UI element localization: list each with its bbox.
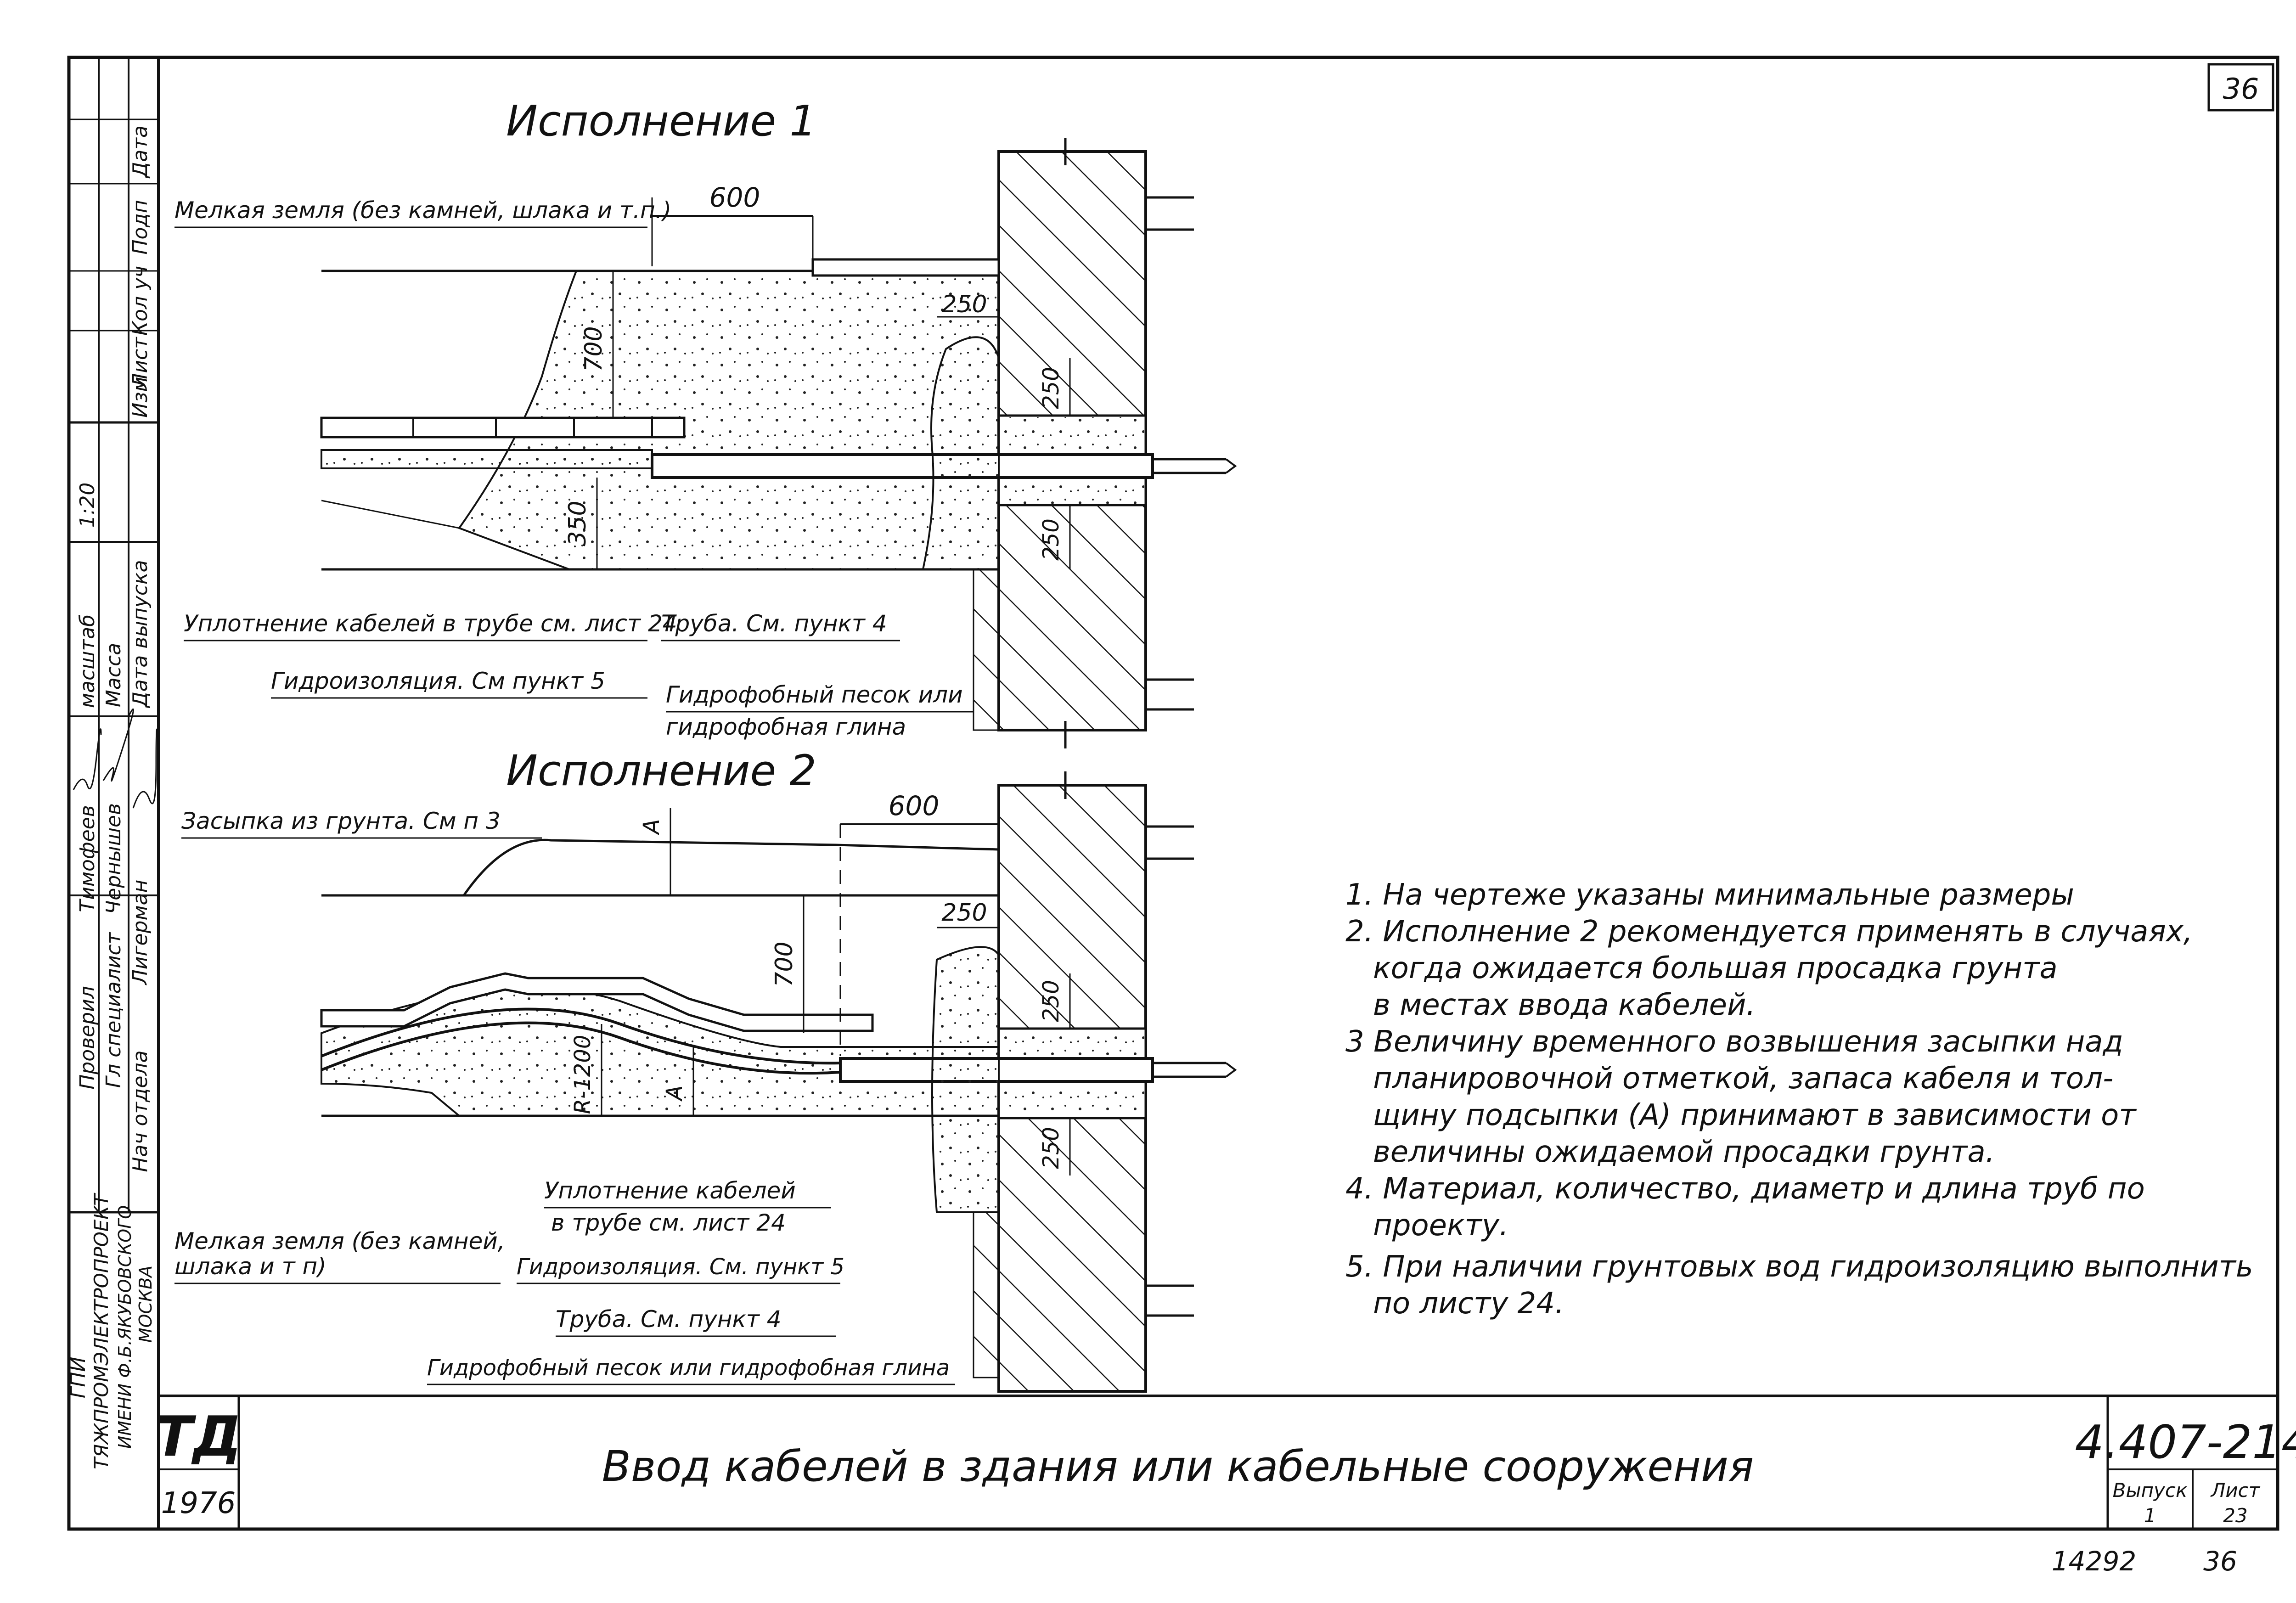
v1-label-waterproof: Гидроизоляция. См пункт 5 [271,668,605,694]
scale-label: масштаб [76,614,99,708]
org-line-2: ТЯЖПРОМЭЛЕКТРОПРОЕКТ [90,1192,113,1469]
release-date-label: Дата выпуска [129,560,152,708]
v1-dim-350: 350 [564,501,591,546]
note-line: 1. На чертеже указаны минимальные размер… [1345,878,2074,912]
v1-dim-700: 700 [580,326,608,371]
v2-dim-a-mid: A [662,1086,687,1102]
v1-label-hydro-sand-2: гидрофобная глина [666,714,906,740]
rev-header-count: Кол уч [129,266,152,336]
v1-blind-slab [811,258,1000,277]
scale-value: 1:20 [76,483,99,528]
v1-label-pipe: Труба. См. пункт 4 [661,610,887,637]
v1-waterproof-hatch [973,568,1000,731]
v1-cable-layer [321,449,653,469]
note-line: 2. Исполнение 2 рекомендуется применять … [1345,915,2193,949]
role-chief-specialist: Гл специалист [102,932,125,1088]
v2-dim-700: 700 [771,941,798,987]
v2-label-backfill: Засыпка из грунта. См п 3 [181,808,501,834]
archive-number: 14292 [2052,1546,2137,1577]
note-line: в местах ввода кабелей. [1373,988,1756,1022]
v2-label-waterproof: Гидроизоляция. См. пункт 5 [517,1254,844,1280]
role-chief-specialist-name: Чернышев [102,803,125,914]
role-checked: Проверил [76,986,99,1090]
org-line-1: ГПИ [67,1357,90,1399]
v2-cable-route [321,1007,841,1065]
role-dept-head-name: Лигерман [129,880,152,986]
v2-brick-arch [320,972,874,1032]
v2-label-hydro: Гидрофобный песок или гидрофобная глина [427,1355,950,1381]
v2-waterproof-hatch [973,1211,1000,1378]
v2-backfill-mound [462,838,999,896]
sheet-number: 36 [2223,72,2259,106]
rev-header-sheet: Лист [129,337,152,389]
v1-hydro-sand [922,336,1000,570]
notes: 1. На чертеже указаны минимальные размер… [1345,878,2253,1321]
v2-dim-250-top: 250 [941,899,987,927]
role-dept-head: Нач отдела [129,1050,152,1172]
v1-brick-cover [320,416,686,439]
v2-label-pipe: Труба. См. пункт 4 [556,1306,782,1333]
side-block: Дата Подп Кол уч Лист Изм 1:20 Дата выпу… [67,57,159,1529]
v2-label-fine-soil-1: Мелкая земля (без камней, [174,1228,505,1254]
note-line: по листу 24. [1373,1287,1564,1321]
note-line: щину подсыпки (А) принимают в зависимост… [1373,1098,2137,1132]
v2-hydro-sand [931,946,1000,1213]
v1-dim-250-wall-b: 250 [1038,518,1064,561]
issue-value: 1 [2144,1504,2156,1527]
stamp-code: 4.407-214 [2075,1415,2296,1469]
role-checked-name: Тимофеев [76,805,99,912]
v2-dim-600: 600 [889,790,940,821]
v2-label-seal-2: в трубе см. лист 24 [551,1209,786,1236]
signature-3 [132,728,159,809]
variant1-heading: Исполнение 1 [506,96,816,146]
note-line: когда ожидается большая просадка грунта [1373,951,2058,985]
rev-header-date: Дата [129,125,152,179]
v2-dim-250-wall-a: 250 [1038,980,1064,1022]
v1-label-seal: Уплотнение кабелей в трубе см. лист 24 [184,610,677,637]
v1-dim-600: 600 [709,182,760,213]
v2-label-seal-1: Уплотнение кабелей [544,1177,796,1204]
v1-label-fine-soil: Мелкая земля (без камней, шлака и т.п.) [174,197,671,224]
note-line: 5. При наличии грунтовых вод гидроизоляц… [1345,1250,2253,1284]
v1-label-hydro-sand-1: Гидрофобный песок или [666,681,963,708]
note-line: 3 Величину временного возвышения засыпки… [1345,1025,2123,1059]
rev-header-sign: Подп [129,200,152,254]
org-line-4: МОСКВА [135,1266,156,1343]
issue-label: Выпуск [2113,1479,2188,1502]
signature-1 [73,728,102,790]
variant1-drawing: Исполнение 1 [174,96,1237,748]
mass-label: Масса [102,643,125,707]
rev-header-change: Изм [129,377,152,418]
note-line: проекту. [1373,1209,1508,1243]
drawing-title: Ввод кабелей в здания или кабельные соор… [602,1442,1754,1491]
signature-2 [102,708,134,782]
note-line: величины ожидаемой просадки грунта. [1373,1135,1995,1169]
stamp-year: 1976 [161,1486,236,1520]
stamp-mark: ТД [155,1405,242,1469]
v2-dim-250-wall-b: 250 [1038,1127,1064,1169]
sheet-label: Лист [2210,1479,2261,1502]
v2-label-fine-soil-2: шлака и т п) [174,1253,326,1280]
v2-dim-a-top: A [639,819,664,836]
v1-sand-body [457,270,1000,570]
v1-dim-250-top: 250 [941,291,987,318]
sheet-frame: 36 [67,56,2279,1531]
sheet-value: 23 [2223,1504,2247,1527]
note-line: планировочной отметкой, запаса кабеля и … [1373,1062,2113,1096]
note-line: 4. Материал, количество, диаметр и длина… [1345,1172,2145,1206]
v1-dim-250-wall-a: 250 [1038,367,1064,409]
variant2-heading: Исполнение 2 [506,746,816,795]
title-block: ТД 1976 Ввод кабелей в здания или кабель… [155,1396,2296,1577]
variant2-drawing: Исполнение 2 600 250 [174,746,1237,1393]
bottom-page-number: 36 [2203,1546,2237,1577]
v1-pipe [651,453,1154,479]
org-line-3: ИМЕНИ Ф.Б.ЯКУБОВСКОГО [115,1205,135,1449]
v2-dim-radius: R-1200 [570,1035,596,1114]
